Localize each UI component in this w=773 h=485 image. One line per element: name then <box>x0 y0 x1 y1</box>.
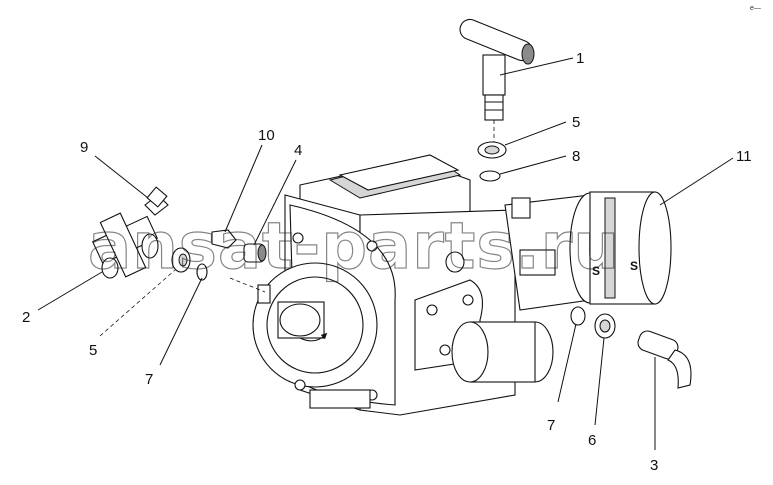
callout-3: 3 <box>650 457 658 474</box>
callout-5-top: 5 <box>572 114 580 131</box>
callout-1: 1 <box>576 50 584 67</box>
part-2-cross-fitting <box>92 212 159 279</box>
part-5-nut-top <box>477 141 507 159</box>
part-6-nut <box>594 313 616 339</box>
callout-7-right: 7 <box>547 417 555 434</box>
pump-body <box>252 154 554 416</box>
callout-9: 9 <box>80 139 88 156</box>
callout-2: 2 <box>22 309 30 326</box>
rear-motor: S S <box>504 191 672 311</box>
part-3-elbow <box>637 330 692 389</box>
part-4-fitting <box>243 243 267 263</box>
svg-text:S: S <box>592 264 600 278</box>
watermark: ansat-parts.ru <box>88 210 620 284</box>
leader-lines <box>37 57 734 450</box>
callout-8: 8 <box>572 148 580 165</box>
callout-5-left: 5 <box>89 342 97 359</box>
part-1-tee-fitting <box>459 18 535 121</box>
callout-labels: 1 5 8 11 10 4 9 2 5 7 7 6 3 <box>22 50 752 474</box>
part-9-plug <box>144 186 169 216</box>
callout-4: 4 <box>294 142 302 159</box>
corner-mark: e— <box>750 5 761 12</box>
callout-7-left: 7 <box>145 371 153 388</box>
svg-text:S: S <box>630 259 638 273</box>
part-8-o-ring <box>479 170 501 182</box>
part-7-ring-right <box>570 306 586 326</box>
callout-11: 11 <box>736 148 752 165</box>
callout-10: 10 <box>258 127 275 144</box>
part-7-ring-left <box>196 263 208 281</box>
part-5-nut-left <box>171 247 191 273</box>
callout-6: 6 <box>588 432 596 449</box>
